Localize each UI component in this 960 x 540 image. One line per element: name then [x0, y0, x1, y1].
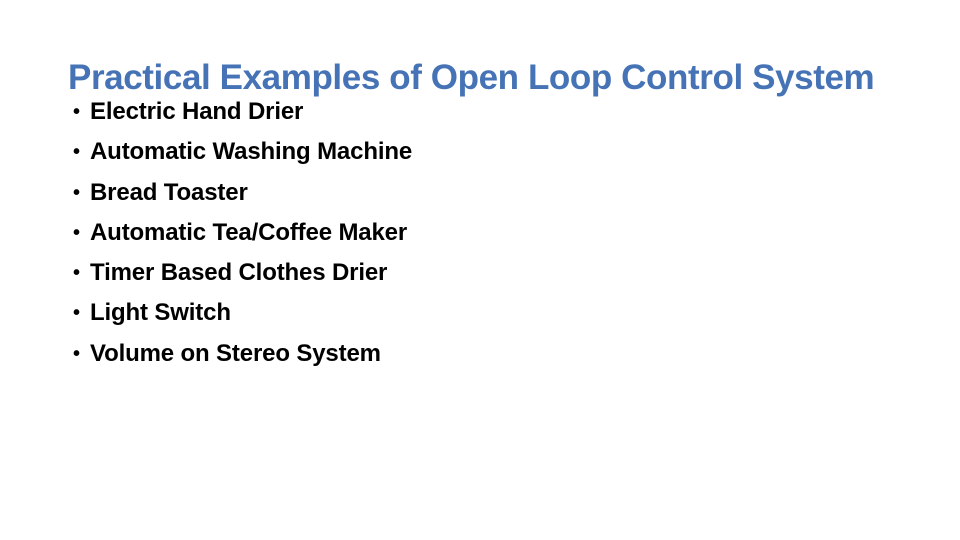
list-item-label: Light Switch — [90, 299, 231, 327]
bullet-point-icon: • — [73, 302, 80, 325]
list-item: • Automatic Washing Machine — [70, 132, 900, 172]
list-item: • Volume on Stereo System — [70, 334, 900, 374]
list-item-label: Automatic Tea/Coffee Maker — [90, 218, 408, 246]
bullet-point-icon: • — [73, 181, 80, 204]
list-item-label: Volume on Stereo System — [90, 339, 381, 367]
list-item: • Electric Hand Drier — [70, 92, 900, 132]
list-item: • Automatic Tea/Coffee Maker — [70, 213, 900, 253]
list-item-label: Electric Hand Drier — [90, 98, 304, 125]
list-item: • Light Switch — [70, 293, 900, 333]
list-item-label: Timer Based Clothes Drier — [90, 259, 388, 287]
bullet-point-icon: • — [73, 141, 80, 164]
bullet-list: • Electric Hand Drier • Automatic Washin… — [70, 92, 900, 374]
list-item: • Bread Toaster — [70, 173, 900, 213]
slide-title: Practical Examples of Open Loop Control … — [68, 58, 875, 98]
list-item-label: Automatic Washing Machine — [90, 138, 413, 166]
list-item-label: Bread Toaster — [90, 178, 248, 206]
bullet-point-icon: • — [73, 262, 80, 285]
list-item: • Timer Based Clothes Drier — [70, 253, 900, 293]
bullet-point-icon: • — [73, 342, 80, 365]
bullet-point-icon: • — [73, 101, 80, 123]
bullet-point-icon: • — [73, 221, 80, 244]
